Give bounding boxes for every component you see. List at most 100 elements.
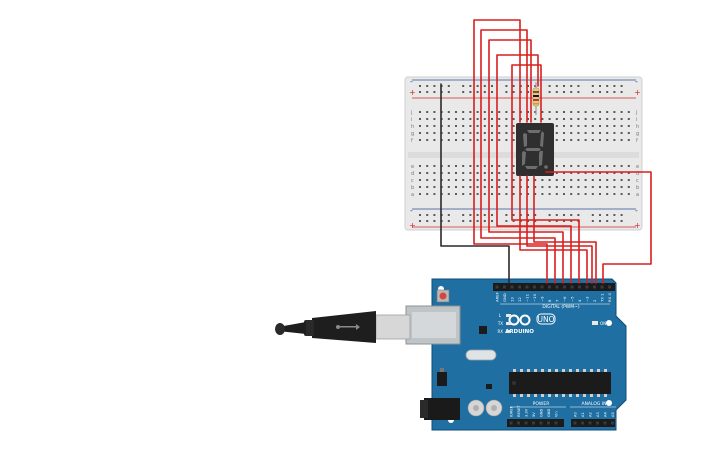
breadboard-hole[interactable] bbox=[433, 193, 436, 195]
breadboard-hole[interactable] bbox=[505, 172, 508, 174]
breadboard-hole[interactable] bbox=[491, 139, 493, 141]
breadboard-hole[interactable] bbox=[563, 111, 565, 113]
breadboard-hole[interactable] bbox=[419, 139, 421, 141]
rail-hole[interactable] bbox=[620, 91, 623, 93]
analog-pin[interactable] bbox=[581, 421, 584, 425]
digital-pin[interactable] bbox=[608, 285, 611, 289]
digital-pin[interactable] bbox=[563, 285, 566, 289]
rail-hole[interactable] bbox=[505, 91, 508, 93]
breadboard-hole[interactable] bbox=[527, 111, 529, 113]
rail-hole[interactable] bbox=[491, 220, 493, 222]
breadboard-hole[interactable] bbox=[591, 179, 594, 181]
breadboard-hole[interactable] bbox=[599, 186, 601, 188]
analog-pin[interactable] bbox=[603, 421, 607, 425]
breadboard-hole[interactable] bbox=[577, 179, 580, 181]
breadboard-hole[interactable] bbox=[577, 132, 580, 134]
rail-hole[interactable] bbox=[606, 91, 609, 93]
breadboard-hole[interactable] bbox=[498, 193, 501, 195]
breadboard-hole[interactable] bbox=[462, 186, 465, 188]
rail-hole[interactable] bbox=[462, 91, 465, 93]
breadboard-hole[interactable] bbox=[426, 186, 429, 188]
breadboard-hole[interactable] bbox=[591, 132, 594, 134]
rail-hole[interactable] bbox=[419, 220, 421, 222]
breadboard-hole[interactable] bbox=[591, 165, 594, 167]
rail-hole[interactable] bbox=[491, 85, 493, 87]
power-pin[interactable] bbox=[517, 421, 520, 425]
breadboard-hole[interactable] bbox=[512, 186, 515, 188]
breadboard-hole[interactable] bbox=[620, 125, 623, 127]
breadboard-hole[interactable] bbox=[447, 193, 450, 195]
digital-pin-header[interactable] bbox=[493, 283, 615, 291]
digital-pin[interactable] bbox=[585, 285, 589, 289]
rail-hole[interactable] bbox=[570, 91, 573, 93]
breadboard-hole[interactable] bbox=[606, 193, 609, 195]
breadboard-hole[interactable] bbox=[447, 125, 450, 127]
breadboard-hole[interactable] bbox=[447, 132, 450, 134]
rail-hole[interactable] bbox=[527, 220, 529, 222]
breadboard-hole[interactable] bbox=[426, 172, 429, 174]
breadboard-hole[interactable] bbox=[491, 111, 493, 113]
breadboard-hole[interactable] bbox=[469, 139, 472, 141]
breadboard-hole[interactable] bbox=[620, 186, 623, 188]
breadboard-hole[interactable] bbox=[541, 193, 544, 195]
seven-segment-display[interactable]: 8 bbox=[516, 123, 554, 176]
breadboard-hole[interactable] bbox=[555, 193, 558, 195]
breadboard-hole[interactable] bbox=[419, 172, 421, 174]
breadboard-hole[interactable] bbox=[462, 172, 465, 174]
breadboard-hole[interactable] bbox=[534, 118, 537, 120]
breadboard-hole[interactable] bbox=[548, 186, 551, 188]
rail-hole[interactable] bbox=[599, 85, 601, 87]
breadboard-hole[interactable] bbox=[483, 193, 486, 195]
digital-pin[interactable] bbox=[540, 285, 544, 289]
breadboard-hole[interactable] bbox=[505, 165, 508, 167]
breadboard-hole[interactable] bbox=[469, 132, 472, 134]
breadboard-hole[interactable] bbox=[527, 118, 529, 120]
breadboard-hole[interactable] bbox=[483, 118, 486, 120]
breadboard-hole[interactable] bbox=[433, 111, 436, 113]
breadboard-hole[interactable] bbox=[462, 179, 465, 181]
breadboard-hole[interactable] bbox=[570, 139, 573, 141]
rail-hole[interactable] bbox=[577, 85, 580, 87]
breadboard-hole[interactable] bbox=[606, 139, 609, 141]
rail-hole[interactable] bbox=[476, 91, 479, 93]
rail-hole[interactable] bbox=[527, 85, 529, 87]
breadboard-hole[interactable] bbox=[512, 118, 515, 120]
breadboard-hole[interactable] bbox=[505, 186, 508, 188]
rail-hole[interactable] bbox=[563, 91, 565, 93]
rail-hole[interactable] bbox=[433, 85, 436, 87]
breadboard-hole[interactable] bbox=[555, 111, 558, 113]
digital-pin[interactable] bbox=[525, 285, 529, 289]
breadboard-hole[interactable] bbox=[570, 132, 573, 134]
wire-segment-dp[interactable] bbox=[545, 171, 652, 284]
breadboard-hole[interactable] bbox=[455, 132, 457, 134]
analog-pin-header[interactable] bbox=[571, 419, 615, 427]
rail-hole[interactable] bbox=[620, 85, 623, 87]
digital-pin[interactable] bbox=[578, 285, 581, 289]
analog-pin[interactable] bbox=[573, 421, 577, 425]
breadboard-hole[interactable] bbox=[491, 179, 493, 181]
breadboard-hole[interactable] bbox=[599, 193, 601, 195]
rail-hole[interactable] bbox=[419, 85, 421, 87]
breadboard-hole[interactable] bbox=[563, 125, 565, 127]
breadboard-hole[interactable] bbox=[591, 193, 594, 195]
breadboard-hole[interactable] bbox=[591, 139, 594, 141]
breadboard-hole[interactable] bbox=[483, 111, 486, 113]
breadboard-hole[interactable] bbox=[447, 165, 450, 167]
breadboard-hole[interactable] bbox=[570, 186, 573, 188]
power-pin[interactable] bbox=[524, 421, 528, 425]
breadboard-hole[interactable] bbox=[563, 132, 565, 134]
breadboard-hole[interactable] bbox=[447, 186, 450, 188]
breadboard-hole[interactable] bbox=[476, 165, 479, 167]
breadboard-hole[interactable] bbox=[584, 132, 587, 134]
breadboard-hole[interactable] bbox=[462, 132, 465, 134]
rail-hole[interactable] bbox=[613, 214, 616, 216]
breadboard-hole[interactable] bbox=[512, 172, 515, 174]
breadboard-hole[interactable] bbox=[433, 165, 436, 167]
breadboard-hole[interactable] bbox=[577, 118, 580, 120]
rail-hole[interactable] bbox=[527, 214, 529, 216]
breadboard-hole[interactable] bbox=[534, 193, 537, 195]
rail-hole[interactable] bbox=[563, 220, 565, 222]
breadboard-hole[interactable] bbox=[613, 125, 616, 127]
breadboard-hole[interactable] bbox=[613, 132, 616, 134]
